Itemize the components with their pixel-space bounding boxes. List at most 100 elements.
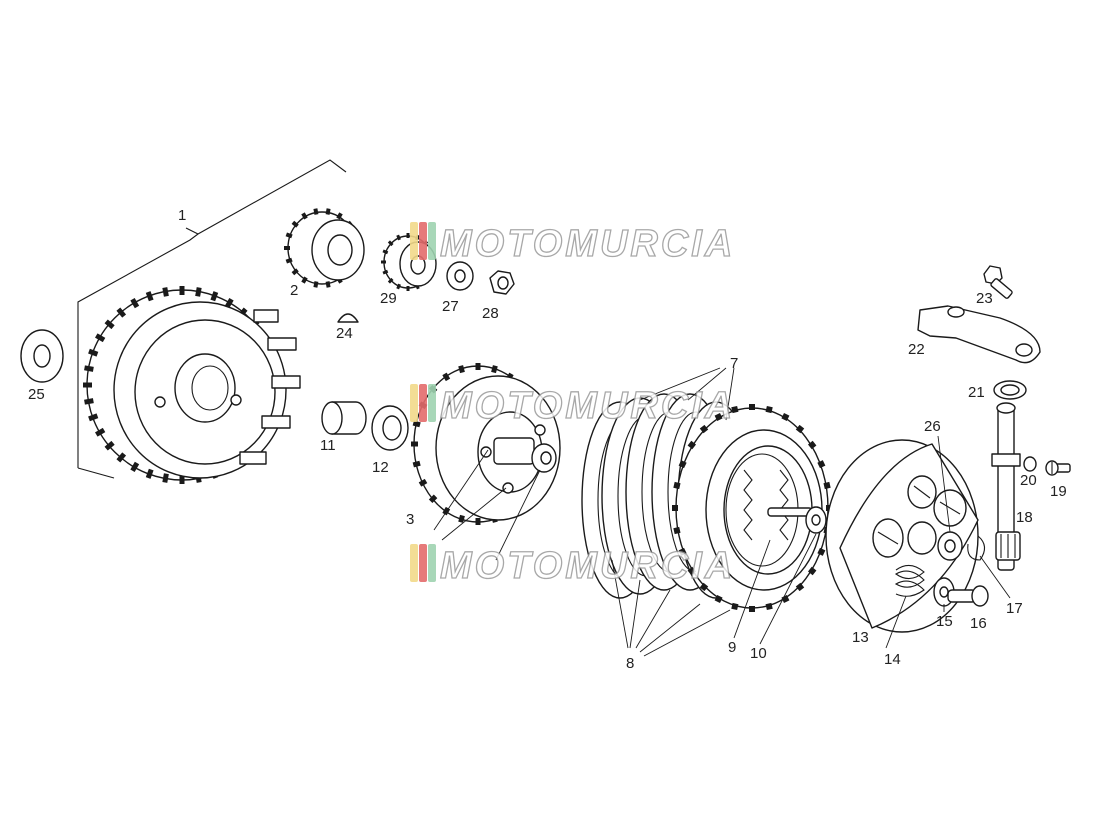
gear-tooth: [104, 440, 115, 451]
label-24: 24: [336, 325, 353, 342]
label-27: 27: [442, 298, 459, 315]
part-20-washer: [1023, 456, 1037, 472]
label-29: 29: [380, 290, 397, 307]
label-25: 25: [28, 386, 45, 403]
part-24-key: [337, 313, 359, 323]
gear-tooth: [382, 249, 389, 255]
gear-tooth: [678, 460, 687, 469]
part-29-small-gear: [381, 233, 437, 291]
gear-tooth: [116, 452, 127, 463]
watermark-bottom: MOTOMURCIA: [410, 544, 733, 588]
watermark-stripe: [428, 544, 436, 582]
watermark-stripe: [419, 544, 427, 582]
label-16: 16: [970, 615, 987, 632]
label-22: 22: [908, 341, 925, 358]
gear-tooth: [765, 405, 773, 414]
watermark-text: MOTOMURCIA: [440, 223, 735, 265]
gear-tooth: [412, 420, 421, 428]
gear-tooth: [807, 440, 817, 450]
watermark-top: MOTOMURCIA: [410, 222, 735, 266]
label-28: 28: [482, 305, 499, 322]
gear-tooth: [678, 547, 687, 556]
gear-tooth: [714, 594, 723, 604]
gear-tooth: [84, 398, 94, 405]
part-25-washer: [20, 329, 64, 383]
part-18-shaft: [991, 402, 1021, 571]
gear-tooth: [301, 212, 308, 220]
part-11-bushing: [321, 401, 367, 435]
gear-tooth: [301, 276, 308, 284]
gear-tooth: [325, 281, 331, 288]
part-7-pressure-plate: [672, 404, 832, 612]
gear-tooth: [699, 582, 709, 592]
label-8: 8: [626, 655, 634, 672]
gear-tooth: [313, 208, 319, 215]
leader-lines: [433, 367, 1011, 657]
gear-tooth: [817, 460, 826, 469]
part-1-clutch-housing: [83, 286, 301, 484]
gear-tooth: [781, 594, 790, 604]
label-2: 2: [290, 282, 298, 299]
gear-tooth: [291, 220, 299, 228]
gear-tooth: [336, 212, 343, 220]
label-12: 12: [372, 459, 389, 476]
gear-tooth: [313, 281, 319, 288]
label-19: 19: [1050, 483, 1067, 500]
gear-tooth: [687, 440, 697, 450]
gear-tooth: [325, 208, 331, 215]
gear-tooth: [224, 298, 234, 309]
gear-tooth: [731, 602, 739, 611]
label-23: 23: [976, 290, 993, 307]
part-19-screw: [1045, 460, 1071, 476]
gear-tooth: [95, 333, 106, 343]
part-21-bearing: [993, 380, 1027, 400]
part-2-gear: [284, 208, 365, 288]
label-3: 3: [406, 511, 414, 528]
part-26-seal: [937, 531, 963, 561]
label-17: 17: [1006, 600, 1023, 617]
gear-tooth: [162, 287, 169, 297]
label-21: 21: [968, 384, 985, 401]
gear-tooth: [382, 269, 389, 275]
gear-tooth: [817, 547, 826, 556]
label-11: 11: [320, 437, 336, 454]
watermark-stripe: [419, 384, 427, 422]
gear-tooth: [491, 365, 498, 374]
label-26: 26: [924, 418, 941, 435]
gear-tooth: [458, 365, 465, 374]
part-28-nut: [489, 270, 515, 295]
label-18: 18: [1016, 509, 1033, 526]
gear-tooth: [673, 526, 681, 535]
gear-tooth: [145, 291, 154, 302]
gear-tooth: [714, 412, 723, 422]
part-3-clutch-hub: [411, 363, 561, 525]
part-22-lever: [917, 305, 1041, 364]
gear-tooth: [130, 461, 140, 472]
gear-tooth: [88, 413, 99, 422]
label-9: 9: [728, 639, 736, 656]
part-13-clutch-cover: [825, 439, 979, 633]
watermark-stripe: [419, 222, 427, 260]
label-7: 7: [730, 355, 738, 372]
watermark-stripe: [428, 222, 436, 260]
gear-tooth: [428, 494, 438, 504]
watermark-stripe: [410, 384, 418, 422]
gear-tooth: [699, 424, 709, 434]
gear-tooth: [104, 319, 115, 330]
part-17-circlip: [967, 535, 986, 561]
label-1: 1: [178, 207, 186, 224]
gear-tooth: [95, 427, 106, 437]
gear-tooth: [145, 468, 154, 479]
gear-tooth: [291, 268, 299, 276]
gear-tooth: [285, 257, 293, 264]
watermark-stripe: [410, 222, 418, 260]
gear-tooth: [458, 514, 465, 523]
gear-tooth: [195, 287, 202, 297]
gear-tooth: [687, 566, 697, 576]
part-14-spring: [894, 564, 925, 597]
label-15: 15: [936, 613, 953, 630]
gear-tooth: [387, 240, 394, 247]
watermark-stripe: [410, 544, 418, 582]
gear-tooth: [765, 602, 773, 611]
part-10-pushrod: [767, 506, 827, 534]
